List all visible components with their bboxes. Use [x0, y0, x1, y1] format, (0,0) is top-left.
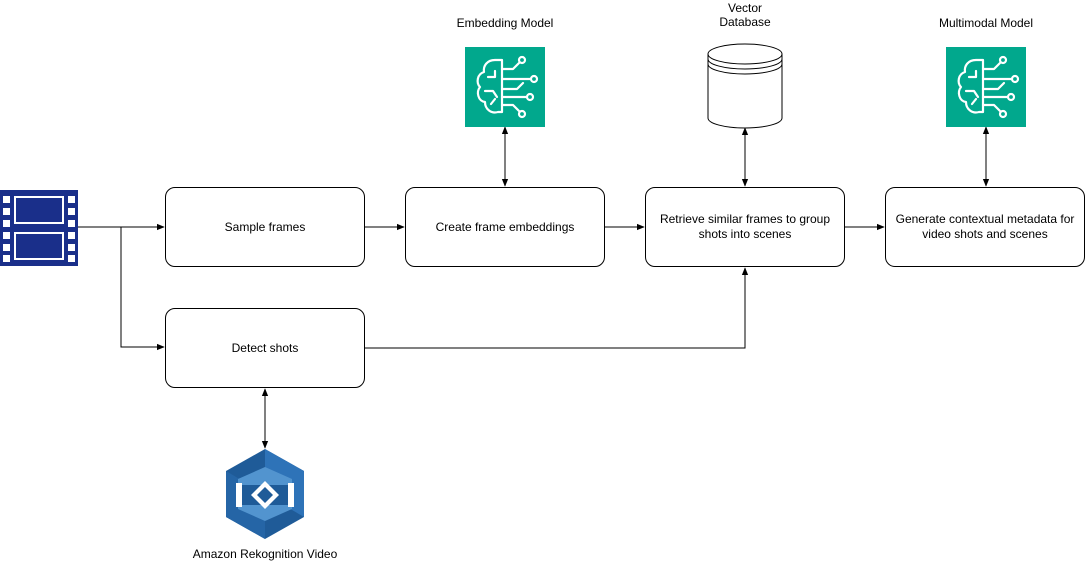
arrow-film-to-detect [120, 227, 165, 351]
retrieve-similar-box: Retrieve similar frames to group shots i… [645, 187, 845, 267]
detect-shots-box: Detect shots [165, 308, 365, 388]
rekognition-label: Amazon Rekognition Video [192, 547, 338, 561]
vector-db-label-line2: Database [719, 15, 771, 29]
create-embeddings-box: Create frame embeddings [405, 187, 605, 267]
sample-frames-box: Sample frames [165, 187, 365, 267]
sample-frames-label: Sample frames [224, 219, 306, 234]
multimodal-model-label: Multimodal Model [938, 16, 1034, 30]
generate-metadata-label: Generate contextual metadata for video s… [895, 212, 1075, 241]
arrow-detect-to-retrieve [365, 267, 749, 349]
vector-db-label-line1: Vector [727, 1, 763, 15]
embedding-model-label: Embedding Model [456, 16, 554, 30]
rekognition-hexagon-icon [226, 449, 304, 539]
retrieve-similar-label: Retrieve similar frames to group shots i… [659, 212, 831, 241]
film-strip-icon [0, 190, 78, 266]
detect-shots-label: Detect shots [231, 340, 299, 355]
brain-circuit-icon [946, 47, 1026, 127]
generate-metadata-box: Generate contextual metadata for video s… [885, 187, 1085, 267]
brain-circuit-icon [465, 47, 545, 127]
database-cylinder-icon [707, 43, 783, 129]
create-embeddings-label: Create frame embeddings [435, 219, 575, 234]
